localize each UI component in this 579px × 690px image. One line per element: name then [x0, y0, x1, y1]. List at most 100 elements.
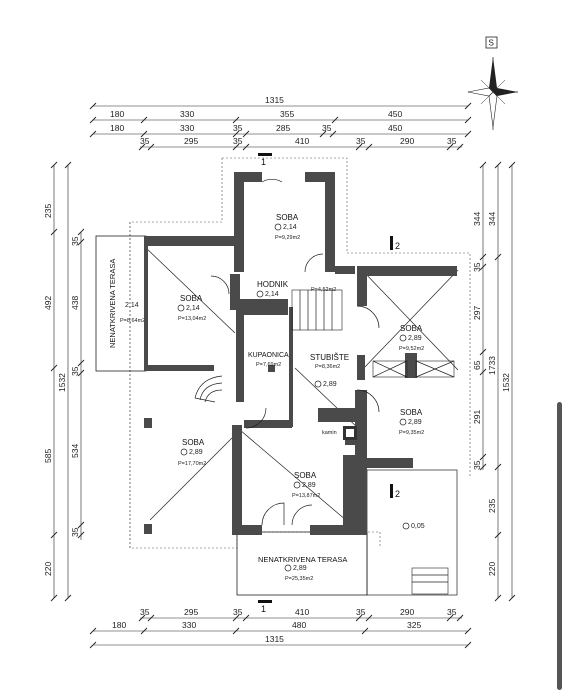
dim: 355 — [280, 109, 294, 119]
dim: 180 — [112, 620, 126, 630]
dim: 35 — [70, 366, 80, 376]
room-level: 2,89 — [302, 482, 316, 489]
vertical-scrollbar[interactable] — [557, 402, 562, 690]
dim: 35 — [233, 136, 243, 146]
dim: 35 — [140, 136, 150, 146]
dim: 330 — [180, 109, 194, 119]
dim: 295 — [184, 136, 198, 146]
dim: 180 — [110, 109, 124, 119]
terrace-bottom-area: P=25,35m2 — [285, 576, 313, 582]
dim: 534 — [70, 444, 80, 458]
dim: 35 — [356, 607, 366, 617]
kamin-label: kamin — [322, 430, 337, 436]
dim: 35 — [233, 607, 243, 617]
terrace-left-level: 2,14 — [125, 302, 139, 309]
doors — [210, 178, 455, 526]
dim: 35 — [70, 527, 80, 537]
walls — [144, 172, 457, 535]
dim: 285 — [276, 123, 290, 133]
dim: 1733 — [487, 356, 497, 375]
dim: 344 — [487, 212, 497, 226]
dim: 450 — [388, 123, 402, 133]
dim: 220 — [487, 562, 497, 576]
dim: 325 — [407, 620, 421, 630]
dim: 290 — [400, 136, 414, 146]
room-name: SOBA — [400, 408, 423, 417]
dim: 410 — [295, 136, 309, 146]
dim: 330 — [180, 123, 194, 133]
dim: 1532 — [501, 373, 511, 392]
room-level: 2,14 — [265, 291, 279, 298]
stairs — [194, 289, 343, 403]
dim: 220 — [43, 562, 53, 576]
room-name: KUPAONICA — [248, 352, 289, 359]
dim: 291 — [472, 410, 482, 424]
stair-level: 2,89 — [323, 381, 337, 388]
dim: 235 — [487, 499, 497, 513]
north-label: S — [489, 39, 494, 48]
dim: 35 — [447, 607, 457, 617]
room-area: P=8,36m2 — [315, 364, 340, 370]
outside-level: 0,05 — [411, 523, 425, 530]
section-bottom: 1 — [261, 604, 266, 614]
terrace-bottom: NENATKRIVENA TERASA 2,89 P=25,35m2 0,05 — [236, 469, 458, 596]
right-dimensions: 344 35 297 65 291 35 344 1733 235 220 15… — [472, 161, 516, 602]
dim: 330 — [182, 620, 196, 630]
dim: 35 — [447, 136, 457, 146]
kamin: kamin — [322, 426, 357, 440]
room-name: SOBA — [182, 438, 205, 447]
dim: 35 — [356, 136, 366, 146]
room-area: P=13,87m2 — [292, 493, 320, 499]
section-right-top: 2 — [395, 241, 400, 251]
section-top: 1 — [261, 157, 266, 167]
terrace-bottom-level: 2,89 — [293, 565, 307, 572]
room-area: P=17,70m2 — [178, 461, 206, 467]
left-dimensions: 235 492 1532 585 220 35 438 35 534 35 — [43, 161, 85, 602]
dim: 35 — [472, 262, 482, 272]
bottom-dimensions: 35 295 35 410 35 290 35 180 330 480 325 … — [89, 607, 472, 649]
dim: 180 — [110, 123, 124, 133]
dim: 65 — [472, 360, 482, 370]
top-dimensions: 1315 180 330 355 450 180 330 35 285 35 4… — [89, 95, 472, 151]
terrace-left-name: NENATKRIVENA TERASA — [108, 259, 117, 348]
section-markers: 1 1 2 2 — [258, 153, 400, 614]
dim: 438 — [70, 296, 80, 310]
room-name: SOBA — [294, 471, 317, 480]
room-name: STUBIŠTE — [310, 353, 349, 362]
dim: 35 — [322, 123, 332, 133]
dim: 480 — [292, 620, 306, 630]
roof-outline — [129, 157, 471, 549]
room-level: 2,14 — [186, 305, 200, 312]
room-name: HODNIK — [257, 280, 289, 289]
dim: 35 — [140, 607, 150, 617]
dim: 295 — [184, 607, 198, 617]
dim: 35 — [70, 236, 80, 246]
north-arrow-icon: S — [467, 36, 518, 130]
dim: 235 — [43, 204, 53, 218]
terrace-bottom-name: NENATKRIVENA TERASA — [258, 555, 347, 564]
room-area: P=7,69m2 — [256, 362, 281, 368]
dim: 492 — [43, 296, 53, 310]
dim: 410 — [295, 607, 309, 617]
terrace-left: NENATKRIVENA TERASA 2,14 P=8,64m2 — [95, 235, 147, 372]
room-name: SOBA — [180, 294, 203, 303]
room-level: 2,89 — [408, 419, 422, 426]
room-area: P=4,52m2 — [311, 287, 336, 293]
room-area: P=9,35m2 — [399, 430, 424, 436]
room-level: 2,89 — [189, 449, 203, 456]
dim-top-total: 1315 — [265, 95, 284, 105]
terrace-left-area: P=8,64m2 — [120, 318, 145, 324]
dim: 450 — [388, 109, 402, 119]
dim: 290 — [400, 607, 414, 617]
dim: 344 — [472, 212, 482, 226]
room-name: SOBA — [276, 213, 299, 222]
dim: 297 — [472, 306, 482, 320]
room-name: SOBA — [400, 324, 423, 333]
section-right-bottom: 2 — [395, 489, 400, 499]
room-area: P=9,52m2 — [399, 346, 424, 352]
room-area: P=13,04m2 — [178, 316, 206, 322]
room-level: 2,89 — [408, 335, 422, 342]
dim: 35 — [472, 460, 482, 470]
dim-bottom-total: 1315 — [265, 634, 284, 644]
